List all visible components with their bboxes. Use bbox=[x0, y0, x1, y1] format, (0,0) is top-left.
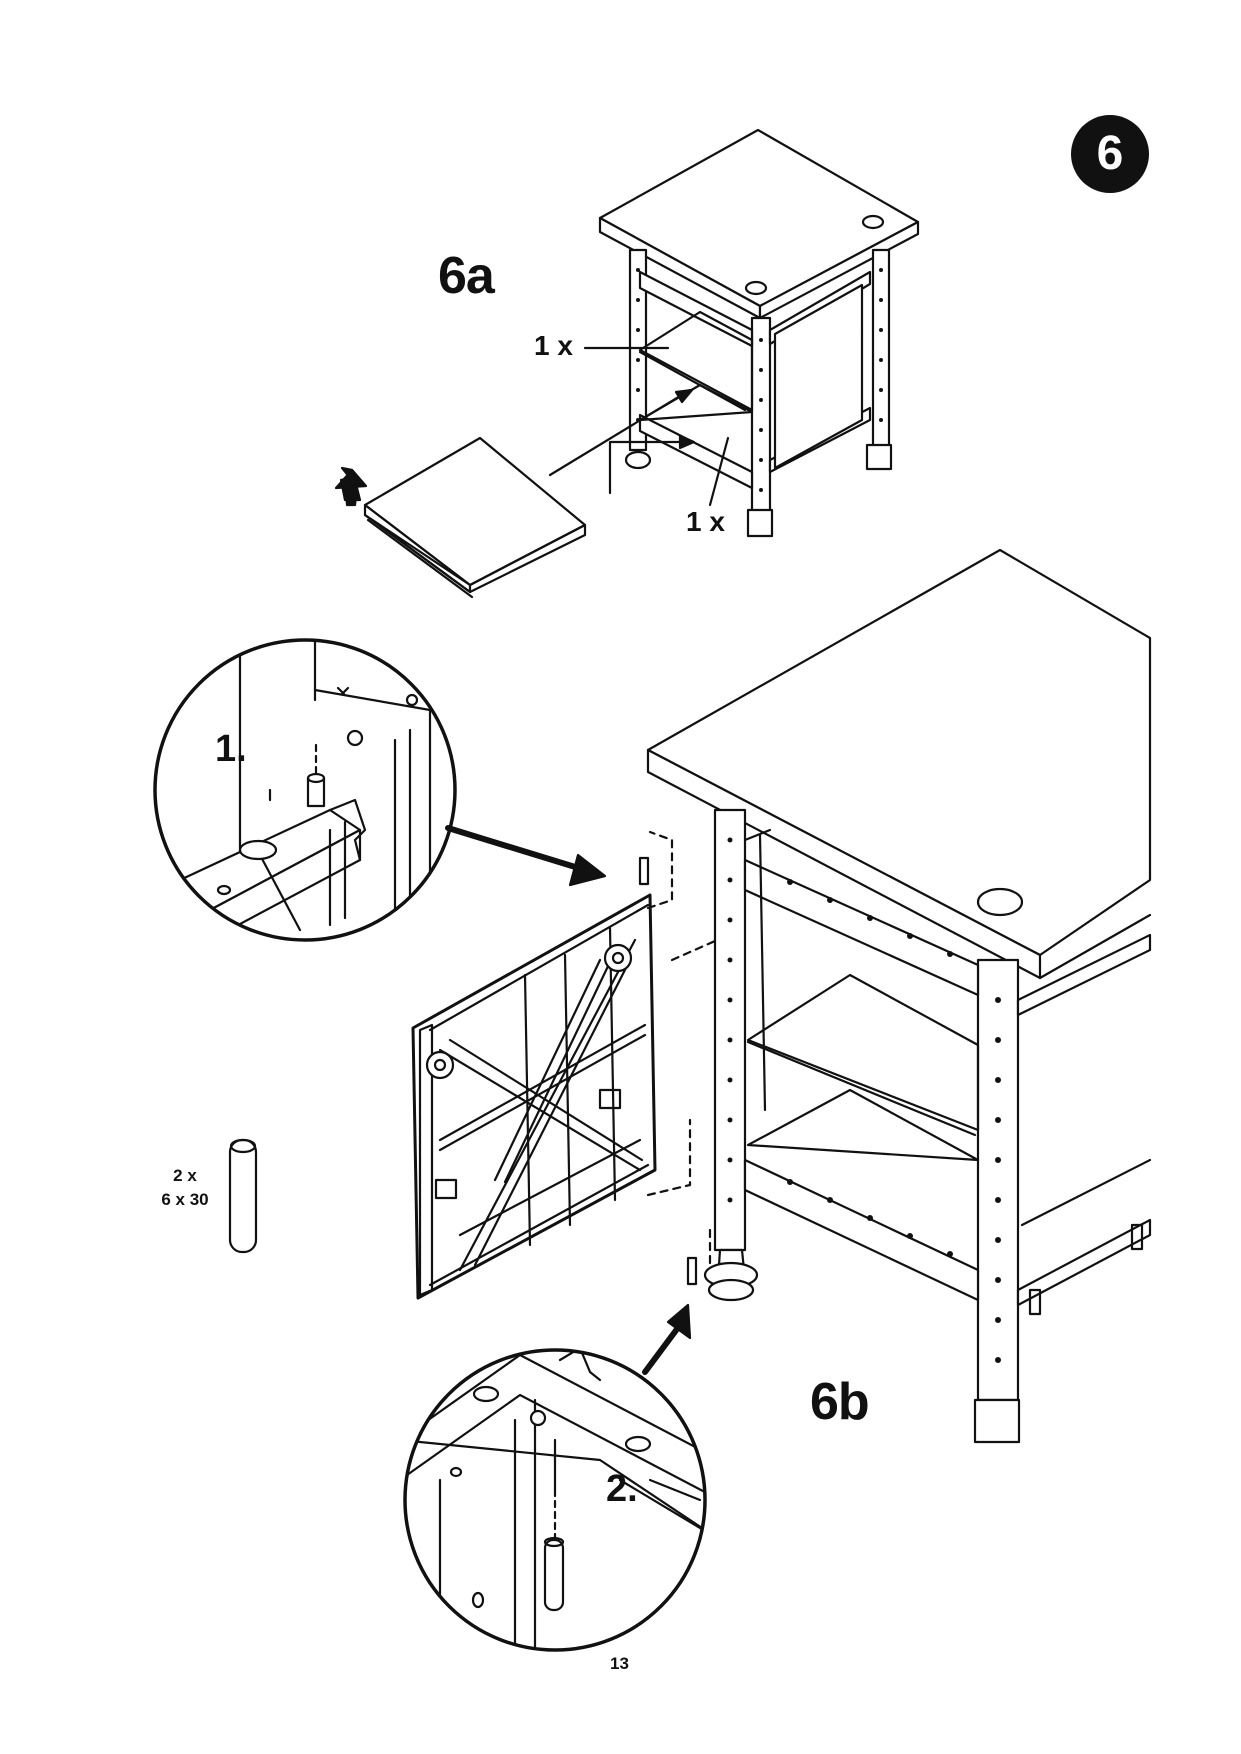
side-panel bbox=[411, 893, 657, 1300]
large-bench-6b bbox=[646, 548, 1152, 1444]
small-bench-6a bbox=[363, 128, 920, 599]
pointer-arrow-icon bbox=[445, 825, 607, 887]
guide-lines bbox=[646, 830, 742, 1272]
substep-label-6a: 6a bbox=[438, 247, 495, 305]
dowel-count: 2 x bbox=[173, 1166, 197, 1185]
step-number-badge: 6 bbox=[1071, 115, 1149, 193]
detail-circle-1 bbox=[153, 638, 457, 942]
up-arrow-icon bbox=[334, 466, 368, 507]
detail-step-label-1: 1. bbox=[215, 728, 247, 770]
quantity-label-bottom: 1 x bbox=[686, 506, 725, 537]
detail-circle-2 bbox=[403, 1348, 707, 1652]
dowel-icon bbox=[228, 1138, 258, 1254]
quantity-label-top: 1 x bbox=[534, 330, 573, 361]
dowel-quantity: 2 x 6 x 30 bbox=[150, 1164, 220, 1212]
dowel-size: 6 x 30 bbox=[161, 1190, 209, 1209]
page-number: 13 bbox=[610, 1654, 629, 1673]
detail-step-label-2: 2. bbox=[606, 1468, 638, 1510]
pointer-arrow-icon bbox=[642, 1303, 692, 1375]
substep-label-6b: 6b bbox=[810, 1373, 870, 1431]
